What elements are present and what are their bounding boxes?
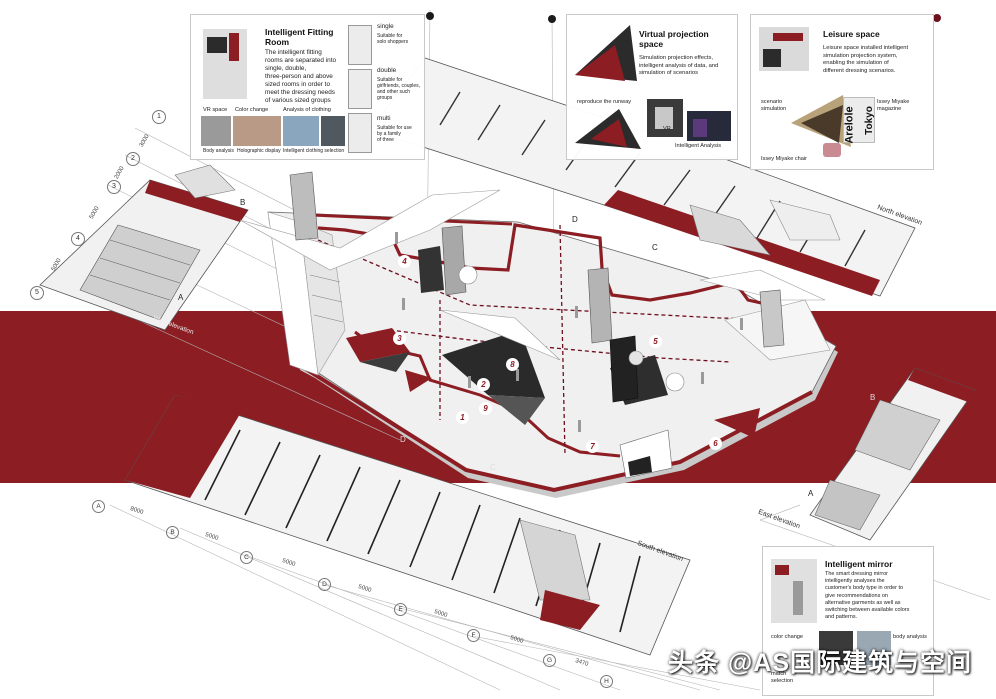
mirror-title: Intelligent mirror xyxy=(825,559,893,569)
scenario-simulation-label: scenario simulation xyxy=(761,99,787,112)
mirror-body-analysis-label: body analysis xyxy=(893,634,927,640)
leisure-space-panel: Leisure space Leisure space installed in… xyxy=(750,14,934,170)
issey-magazine-label: Issey Miyake magazine xyxy=(877,99,910,112)
fitting-room-title-line1: Intelligent Fitting xyxy=(265,27,334,37)
mirror-description: The smart dressing mirror intelligently … xyxy=(825,571,910,621)
leisure-hero-dark xyxy=(763,49,781,67)
fitting-room-desc-line: three-person and above xyxy=(265,73,333,80)
fitting-room-title-line2: Room xyxy=(265,37,290,47)
clothing-analysis-label: Analysis of clothing xyxy=(283,107,331,113)
multi-desc: Suitable for use by a family of three xyxy=(377,125,412,143)
clothing-selection-label: Intelligent clothing selection xyxy=(283,148,345,154)
east-elevation-strip xyxy=(809,367,976,541)
magazine-deco-tokyo: Tokyo xyxy=(863,106,875,135)
runway-label: reproduce the runway xyxy=(577,99,632,105)
vr-space-image xyxy=(201,116,231,146)
mirror-body-image xyxy=(857,631,891,665)
analysis-image-accent xyxy=(693,119,707,137)
fitting-room-desc-line: meet the dressing needs xyxy=(265,89,335,96)
projection-hero-image xyxy=(575,25,637,81)
mirror-color-image xyxy=(819,631,853,665)
fitting-room-desc-line: single, double, xyxy=(265,65,307,72)
mirror-hero-figure xyxy=(793,581,803,615)
holographic-display-label: Holographic display xyxy=(237,148,281,154)
fitting-room-desc-line: sized rooms in order to xyxy=(265,81,330,88)
vr-space-label: VR space xyxy=(203,107,228,113)
mirror-match-label: match selection xyxy=(771,671,794,684)
leisure-description: Leisure space installed intelligent simu… xyxy=(823,45,909,74)
virtual-projection-description: Simulation projection effects, intellige… xyxy=(639,55,719,76)
multi-room-sketch xyxy=(348,113,372,153)
intelligent-mirror-panel: Intelligent mirror The smart dressing mi… xyxy=(762,546,934,696)
single-desc: Suitable for solo shoppers xyxy=(377,33,409,45)
fitting-room-hero-dark xyxy=(207,37,227,53)
mirror-color-change-label: color change xyxy=(771,634,804,640)
fitting-room-desc-line: rooms are separated into xyxy=(265,57,337,64)
issey-chair-label: Issey Miyake chair xyxy=(761,156,808,162)
intelligent-analysis-label: Intelligent Analysis xyxy=(675,143,722,149)
body-analysis-label: Body analysis xyxy=(203,148,234,154)
multi-label: multi xyxy=(377,115,391,122)
color-change-image xyxy=(233,116,281,146)
double-label: double xyxy=(377,67,397,74)
leisure-hero-red xyxy=(773,33,803,41)
scenario-image xyxy=(791,95,851,147)
color-change-label: Color change xyxy=(235,107,269,113)
magazine-deco-arelole: Arelole xyxy=(843,106,856,144)
west-elevation-strip xyxy=(39,164,249,331)
vr-label: VR xyxy=(663,126,671,132)
fitting-room-desc-line: of various sized groups xyxy=(265,97,331,104)
single-label: single xyxy=(377,23,394,30)
double-room-sketch xyxy=(348,69,372,109)
double-desc: Suitable for girlfriends, couples, and o… xyxy=(377,77,421,101)
mirror-hero-red xyxy=(775,565,789,575)
holographic-image xyxy=(283,116,319,146)
virtual-projection-title-line1: Virtual projection xyxy=(639,29,709,39)
clothing-analysis-image xyxy=(321,116,345,146)
single-room-sketch xyxy=(348,25,372,65)
runway-image xyxy=(575,109,641,149)
leisure-title: Leisure space xyxy=(823,29,880,39)
fitting-room-description: The intelligent fitting rooms are separa… xyxy=(265,49,355,105)
fitting-room-desc-line: The intelligent fitting xyxy=(265,49,322,56)
fitting-room-hero-red xyxy=(229,33,239,61)
virtual-projection-title-line2: space xyxy=(639,39,664,49)
source-watermark: 头条 @AS国际建筑与空间 xyxy=(667,649,972,677)
south-elevation-strip xyxy=(124,394,691,656)
main-floor-plan xyxy=(239,171,838,498)
north-elevation-strip xyxy=(369,57,916,297)
magazine-image xyxy=(843,97,875,143)
vr-image-inner xyxy=(655,107,673,129)
chair-image xyxy=(823,143,841,157)
